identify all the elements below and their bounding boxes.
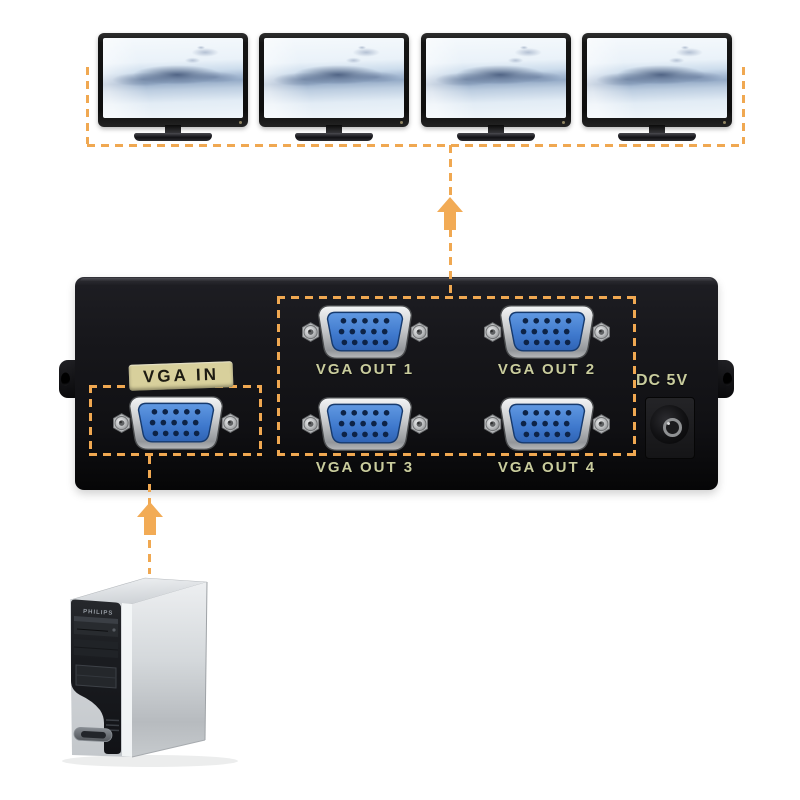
- pc-front-pill-inner: [80, 731, 106, 739]
- monitor-stand-neck: [165, 125, 181, 134]
- monitor-stand-neck: [488, 125, 504, 134]
- monitor-bezel: [98, 33, 248, 127]
- monitor-screen: [264, 38, 404, 118]
- bracket-right-stub-line: [742, 67, 745, 144]
- pc-shadow: [62, 755, 238, 767]
- arrow-head: [137, 502, 163, 517]
- monitor-1: [98, 33, 248, 141]
- pc-tower: PHILIPS: [62, 577, 238, 767]
- up-arrow-icon: [437, 197, 463, 230]
- vga-out-3-label: VGA OUT 3: [315, 459, 415, 476]
- monitor-bezel: [582, 33, 732, 127]
- vga-out-4-port: [481, 395, 613, 455]
- arrow-tail: [144, 517, 156, 535]
- monitor-stand-base: [295, 133, 373, 141]
- vga-in-badge: VGA IN: [128, 361, 234, 391]
- vga-out-3-port: [299, 395, 431, 455]
- mounting-ear-right: [717, 360, 734, 398]
- pc-side-panel: [132, 582, 207, 757]
- monitor-screen: [587, 38, 727, 118]
- vga-out-1-port: [299, 303, 431, 363]
- pc-back-edge: [204, 581, 208, 741]
- pc-bottom-edge: [131, 739, 206, 758]
- dc-jack-highlight: [667, 422, 670, 425]
- pc-eject-button: [112, 628, 116, 632]
- vga-out-1-label: VGA OUT 1: [315, 361, 415, 378]
- pc-drive-slot: [76, 628, 109, 632]
- monitor-2: [259, 33, 409, 141]
- monitor-stand-base: [618, 133, 696, 141]
- monitor-stand-neck: [649, 125, 665, 134]
- dc-power-jack: [645, 397, 695, 459]
- arrow-tail: [444, 212, 456, 230]
- monitor-screen: [426, 38, 566, 118]
- pc-front-edge-highlight: [122, 603, 132, 757]
- dc-jack-pin: [663, 418, 682, 437]
- pc-brand-logo: PHILIPS: [83, 609, 114, 617]
- vga-out-2-label: VGA OUT 2: [497, 361, 597, 378]
- arrow-head: [437, 197, 463, 212]
- bracket-horizontal-line: [87, 144, 744, 147]
- monitor-stand-base: [457, 133, 535, 141]
- vga-in-port: [110, 394, 242, 454]
- pc-drive-tray-edge: [74, 616, 118, 624]
- mounting-ear-left: [59, 360, 76, 398]
- monitor-stand-base: [134, 133, 212, 141]
- up-arrow-icon: [137, 502, 163, 535]
- monitor-stand-neck: [326, 125, 342, 134]
- vga-out-4-label: VGA OUT 4: [497, 459, 597, 476]
- dc-power-label: DC 5V: [636, 372, 689, 389]
- monitor-bezel: [421, 33, 571, 127]
- monitor-4: [582, 33, 732, 141]
- monitor-screen: [103, 38, 243, 118]
- bracket-left-stub-line: [86, 67, 89, 144]
- pc-bay-line: [73, 646, 119, 651]
- vga-out-2-port: [481, 303, 613, 363]
- monitor-bezel: [259, 33, 409, 127]
- pc-recess-line: [75, 674, 117, 679]
- monitor-3: [421, 33, 571, 141]
